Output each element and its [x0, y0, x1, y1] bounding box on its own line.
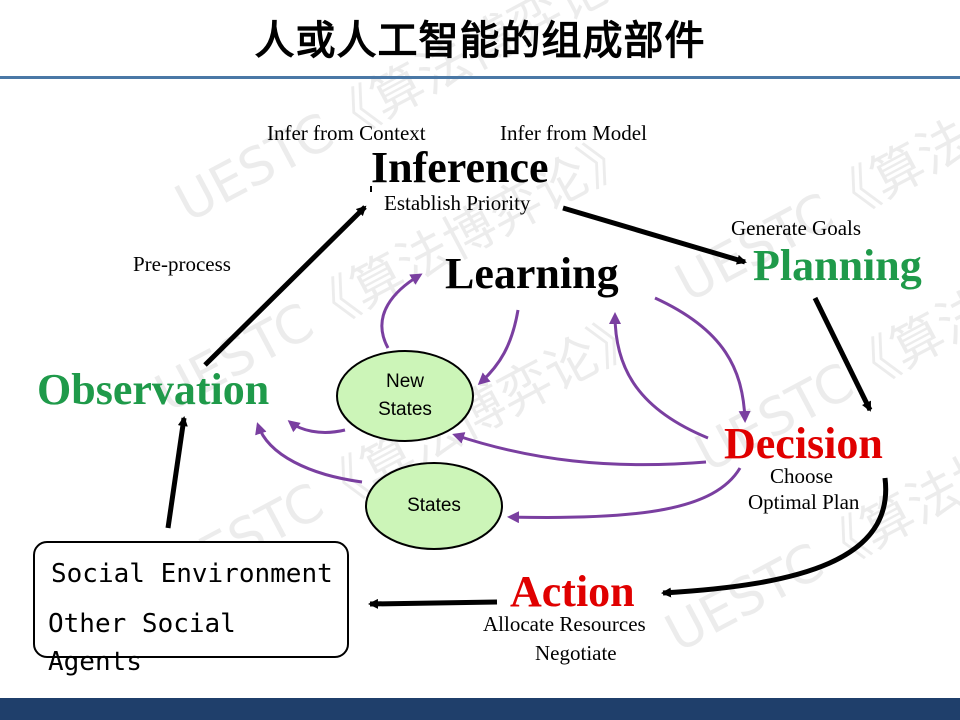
establish-priority-label: Establish Priority	[384, 191, 531, 215]
other-social-label: Other Social	[48, 609, 236, 639]
arrow-learning-to-decision	[654, 296, 751, 423]
pre-process-label: Pre-process	[133, 252, 231, 276]
generate-goals-label: Generate Goals	[731, 216, 862, 240]
arrow-observation-to-inference	[203, 205, 367, 367]
arrow-environment-to-observation	[165, 416, 188, 529]
infer-from-model-label: Infer from Model	[500, 121, 647, 145]
decision-node: Decision	[724, 419, 883, 468]
footer-bar	[0, 698, 960, 720]
title-divider	[0, 76, 960, 79]
new-states-label: New States	[355, 368, 455, 424]
arrow-action-to-environment	[368, 598, 498, 609]
arrow-planning-to-decision	[812, 296, 873, 412]
social-environment-box	[33, 541, 349, 658]
allocate-resources-label: Allocate Resources	[483, 612, 646, 636]
arrow-newstates-to-observation	[287, 420, 346, 434]
arrow-learning-to-newstates	[477, 309, 520, 386]
states-ellipse	[365, 462, 503, 550]
negotiate-label: Negotiate	[535, 641, 617, 665]
page-title: 人或人工智能的组成部件	[254, 18, 706, 64]
learning-node: Learning	[445, 249, 619, 298]
infer-from-context-label: Infer from Context	[267, 121, 426, 145]
observation-node: Observation	[37, 365, 270, 414]
arrow-inference-to-planning	[562, 205, 747, 265]
arrow-decision-to-states	[507, 467, 742, 524]
inference-node: Inference	[371, 143, 549, 192]
choose-label: Choose	[770, 464, 833, 488]
social-environment-label: Social Environment	[51, 559, 333, 589]
arrow-decision-to-learning	[609, 312, 709, 440]
optimal-plan-label: Optimal Plan	[748, 490, 860, 514]
arrow-decision-to-newstates	[452, 432, 707, 467]
agents-label: Agents	[48, 647, 142, 677]
arrow-states-to-observation	[255, 422, 363, 484]
action-node: Action	[510, 567, 635, 616]
new-states-line2: States	[378, 399, 432, 420]
new-states-ellipse	[336, 350, 474, 442]
arrow-decision-to-action	[661, 477, 889, 598]
states-label: States	[407, 495, 461, 516]
arrow-newstates-to-learning	[380, 273, 423, 349]
planning-node: Planning	[753, 241, 922, 290]
new-states-line1: New	[385, 371, 424, 392]
